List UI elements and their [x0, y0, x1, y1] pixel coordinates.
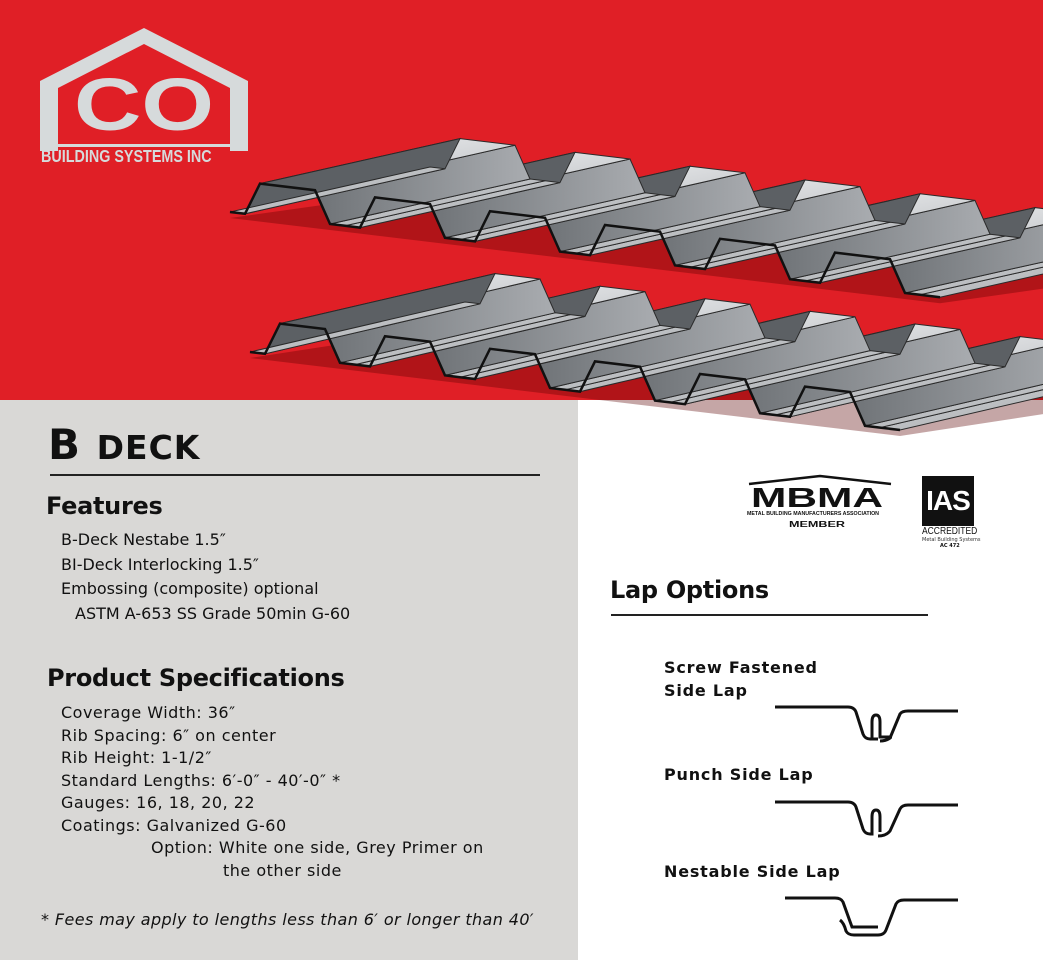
svg-text:MBMA: MBMA — [751, 482, 883, 513]
ias-logo: IAS — [922, 476, 974, 526]
svg-text:MEMBER: MEMBER — [789, 520, 845, 529]
lap-label-line: Nestable Side Lap — [664, 862, 841, 881]
spec-item: Coverage Width: 36″ — [61, 703, 236, 722]
company-logo-house-icon: CO — [40, 28, 248, 151]
lap-options-divider — [611, 614, 928, 616]
spec-item: Rib Height: 1-1/2″ — [61, 748, 212, 767]
feature-item: ASTM A-653 SS Grade 50min G-60 — [75, 603, 351, 623]
deck-profile-edge — [249, 322, 901, 432]
lap-label-line: Side Lap — [664, 681, 748, 700]
deck-panel-upper — [229, 137, 1043, 304]
spec-item: Rib Spacing: 6″ on center — [61, 725, 277, 745]
specifications-list: Coverage Width: 36″ Rib Spacing: 6″ on c… — [61, 702, 484, 882]
spec-item: Gauges: 16, 18, 20, 22 — [61, 793, 256, 812]
product-title-deck: DECK — [96, 428, 201, 467]
footnote: * Fees may apply to lengths less than 6′… — [41, 910, 534, 929]
feature-item: BI-Deck Interlocking 1.5″ — [61, 554, 259, 574]
features-list: B-Deck Nestabe 1.5″ BI-Deck Interlocking… — [61, 528, 350, 626]
screw-fastened-lap-profile-icon — [775, 705, 958, 743]
lap-option-nestable: Nestable Side Lap — [664, 860, 841, 883]
lap-option-screw-fastened: Screw Fastened Side Lap — [664, 656, 818, 702]
ias-code: AC 472 — [940, 543, 960, 549]
deck-panels-illustration — [229, 137, 1043, 436]
deck-profile-edge — [229, 182, 941, 299]
mbma-member-logo: MBMA METAL BUILDING MANUFACTURERS ASSOCI… — [747, 474, 892, 529]
nestable-lap-profile-icon — [785, 896, 958, 937]
ias-accredited-logo: IAS ACCREDITED Metal Building Systems AC… — [922, 476, 981, 549]
spec-item: Coatings: Galvanized G-60 — [61, 815, 287, 835]
feature-item: Embossing (composite) optional — [61, 579, 319, 598]
feature-item: B-Deck Nestabe 1.5″ — [61, 530, 226, 549]
lap-options-heading: Lap Options — [610, 576, 769, 604]
svg-text:METAL BUILDING MANUFACTURERS A: METAL BUILDING MANUFACTURERS ASSOCIATION — [747, 511, 879, 517]
product-title: B DECK — [48, 420, 200, 469]
company-name: BUILDING SYSTEMS INC — [41, 146, 212, 166]
deck-panel-lower — [249, 272, 1043, 436]
spec-option-cont: the other side — [223, 860, 342, 880]
ias-accredited: ACCREDITED — [922, 526, 978, 537]
title-divider — [50, 474, 540, 476]
product-title-b: B — [48, 420, 82, 469]
specs-panel — [0, 400, 578, 960]
punch-lap-profile-icon — [775, 800, 958, 838]
lap-option-punch: Punch Side Lap — [664, 763, 813, 786]
specifications-heading: Product Specifications — [47, 664, 345, 692]
spec-option: Option: White one side, Grey Primer on — [151, 838, 484, 857]
logo-letters: CO — [74, 63, 214, 146]
lap-label-line: Screw Fastened — [664, 658, 818, 677]
lap-label-line: Punch Side Lap — [664, 765, 814, 784]
spec-item: Standard Lengths: 6′-0″ - 40′-0″ * — [61, 770, 341, 790]
features-heading: Features — [46, 492, 163, 520]
ias-subtitle: Metal Building Systems — [922, 537, 981, 543]
